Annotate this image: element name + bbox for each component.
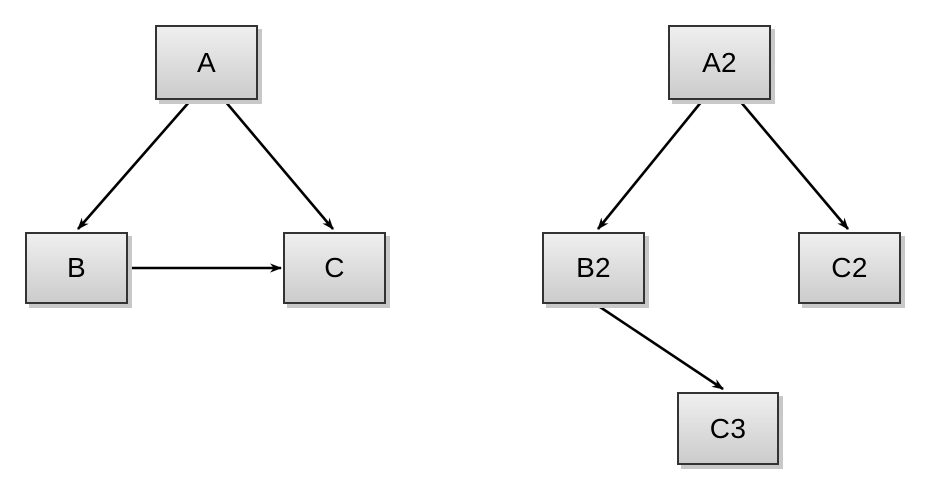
edge-a-to-b	[77, 100, 191, 230]
edge-a2-to-c2	[739, 100, 849, 230]
node-label-c2: C2	[831, 252, 868, 283]
node-c[interactable]: C	[283, 232, 386, 304]
node-label-b2: B2	[576, 252, 611, 283]
node-label-a2: A2	[702, 46, 737, 78]
edge-b2-to-c3	[596, 303, 724, 391]
node-a[interactable]: A	[155, 25, 258, 100]
node-b2[interactable]: B2	[542, 232, 645, 304]
node-c2[interactable]: C2	[798, 232, 901, 304]
node-label-b: B	[67, 252, 86, 283]
node-c3[interactable]: C3	[677, 392, 779, 465]
node-b[interactable]: B	[25, 232, 128, 304]
node-label-a: A	[197, 46, 216, 78]
node-label-c: C	[324, 252, 345, 283]
edge-a2-to-b2	[596, 100, 704, 230]
node-a2[interactable]: A2	[668, 25, 771, 100]
edges-group	[77, 100, 849, 391]
node-label-c3: C3	[709, 412, 747, 444]
edge-a-to-c	[224, 100, 334, 230]
